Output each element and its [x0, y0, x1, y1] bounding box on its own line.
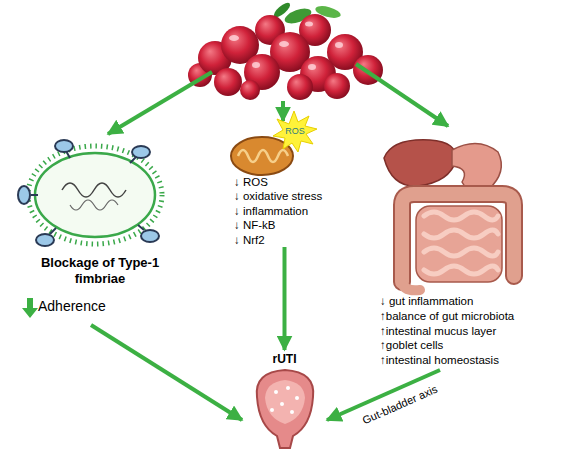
effect-text: Adherence	[38, 298, 158, 315]
effect-item: ↑intestinal homeostasis	[380, 353, 499, 367]
green-arrow	[91, 325, 242, 420]
ros-label: ROS	[280, 126, 310, 137]
bacteria-dot	[290, 410, 294, 414]
effect-item: ↑intestinal mucus layer	[380, 324, 496, 338]
cranberry	[214, 68, 242, 96]
bacterium-illustration	[18, 140, 162, 246]
liver	[384, 140, 456, 186]
receptor-stem	[31, 194, 38, 196]
node-heading: Blockage of Type-1 fimbriae	[30, 255, 170, 287]
cranberry	[324, 73, 350, 99]
fimbriae	[28, 146, 162, 244]
highlight	[252, 62, 260, 68]
cranberry	[287, 74, 313, 100]
effect-item: ↓ oxidative stress	[234, 189, 322, 203]
decrease-arrow	[22, 298, 38, 318]
highlight	[305, 22, 313, 27]
highlight	[335, 42, 343, 48]
receptor-stem	[130, 157, 136, 163]
gut-node: ↓ gut inflammation↑balance of gut microb…	[372, 135, 542, 370]
bacteria-dot	[270, 408, 274, 412]
cranberry	[240, 80, 260, 100]
large-intestine-outline	[402, 194, 514, 282]
node-heading: rUTI	[242, 352, 327, 366]
dna-squiggle	[62, 183, 126, 197]
highlight	[229, 35, 239, 41]
bladder	[257, 370, 314, 448]
effect-item: ↑goblet cells	[380, 338, 443, 352]
effect-item: ↓ gut inflammation	[380, 294, 473, 308]
effect-item: ↓ ROS	[234, 175, 268, 189]
bladder-illustration	[257, 370, 314, 448]
effect-item: ↓ Nrf2	[234, 233, 265, 247]
cristae	[238, 150, 288, 162]
rectum	[402, 282, 420, 290]
mitochondrion-illustration	[231, 111, 317, 175]
bacteria-dot	[280, 402, 284, 406]
dna-squiggle	[70, 200, 118, 210]
bacteria-dot	[295, 396, 299, 400]
bacterium-body	[35, 153, 155, 237]
highlight	[279, 41, 289, 47]
edge-label: Gut-bladder axis	[360, 383, 439, 428]
mitochondria-node: ROS ↓ ROS↓ oxidative stress↓ inflammation…	[222, 115, 347, 247]
small-intestine-area	[416, 206, 502, 282]
receptor	[36, 234, 54, 246]
bacteria-node: Blockage of Type-1 fimbriaeAdherence	[10, 135, 190, 325]
green-arrow	[108, 72, 212, 134]
green-arrow	[281, 101, 285, 121]
ros-burst	[273, 111, 317, 152]
bladder-node: rUTI	[242, 350, 327, 450]
receptor-stem	[50, 228, 56, 234]
large-intestine	[402, 194, 514, 282]
bacteria-dot	[274, 390, 278, 394]
effect-item: ↓ NF-kB	[234, 218, 276, 232]
bladder-lumen	[265, 380, 305, 424]
highlight	[308, 64, 316, 70]
receptor	[18, 186, 30, 204]
green-arrow	[283, 247, 287, 350]
receptor	[132, 146, 150, 158]
small-intestine-coils	[424, 212, 498, 274]
gut-illustration	[384, 140, 514, 291]
receptor	[55, 140, 73, 152]
cranberry-cluster	[188, 1, 383, 100]
green-arrow	[356, 64, 448, 126]
receptor	[141, 230, 159, 242]
effect-item: ↑balance of gut microbiota	[380, 309, 514, 323]
receptor-stem	[138, 225, 144, 230]
bacteria-dot	[286, 386, 290, 390]
effect-item: ↓ inflammation	[234, 204, 308, 218]
